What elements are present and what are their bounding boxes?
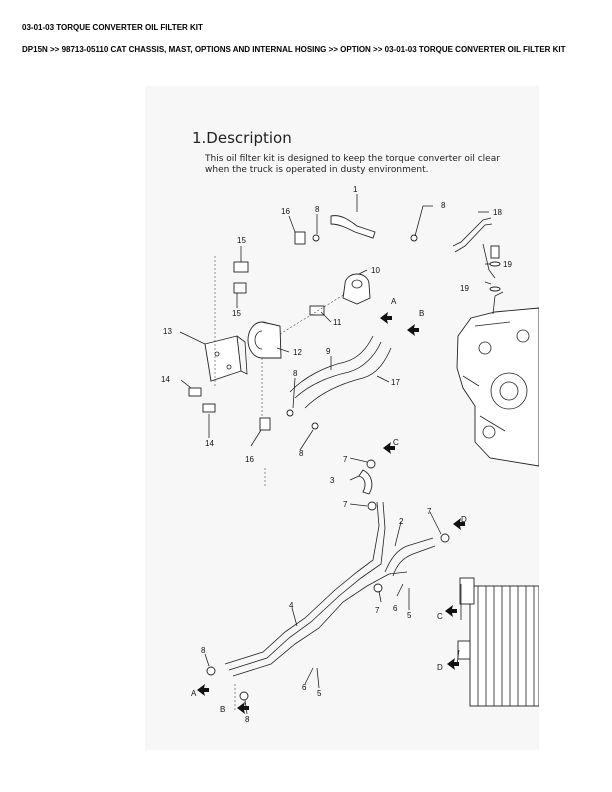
radiator xyxy=(457,577,539,707)
washer-19b xyxy=(489,286,501,292)
callout-14a: 14 xyxy=(161,375,170,384)
hose-3-7 xyxy=(358,469,373,495)
callout-8f: 8 xyxy=(245,715,250,724)
callout-18: 18 xyxy=(493,208,502,217)
connector-a-top: A xyxy=(391,297,397,306)
description-text-line-1: This oil filter kit is designed to keep … xyxy=(205,154,500,164)
callout-6a: 6 xyxy=(393,604,398,613)
hose-18 xyxy=(452,217,496,279)
callout-10: 10 xyxy=(371,266,380,275)
fitting-16a xyxy=(294,231,306,245)
nipple-11 xyxy=(309,305,325,316)
mounting-bracket xyxy=(204,335,248,382)
connector-c-radiator: C xyxy=(437,612,443,621)
leader-lines xyxy=(179,194,492,715)
callout-16a: 16 xyxy=(281,207,290,216)
callout-1: 1 xyxy=(353,185,358,194)
callout-11: 11 xyxy=(333,318,342,327)
bolt-19 xyxy=(490,245,500,259)
clamp-8b xyxy=(410,234,418,242)
callout-6b: 6 xyxy=(302,683,307,692)
clamp-8f xyxy=(239,691,249,701)
callout-8b: 8 xyxy=(441,201,446,210)
connector-d-radiator: D xyxy=(437,663,443,672)
callout-7d: 7 xyxy=(375,606,380,615)
callout-3: 3 xyxy=(330,476,335,485)
clamp-8d xyxy=(311,422,319,430)
callout-8c: 8 xyxy=(293,369,298,378)
washer-19a xyxy=(489,261,501,267)
callout-8d: 8 xyxy=(299,449,304,458)
callout-8a: 8 xyxy=(315,205,320,214)
clamp-7a xyxy=(366,459,376,469)
breadcrumb: DP15N >> 98713-05110 CAT CHASSIS, MAST, … xyxy=(22,45,566,54)
filter-head xyxy=(247,321,282,359)
pipe-4 xyxy=(224,501,408,677)
connector-d-mid: D xyxy=(461,515,467,524)
callout-5b: 5 xyxy=(317,689,322,698)
callout-16b: 16 xyxy=(245,455,254,464)
callout-15b: 15 xyxy=(232,309,241,318)
connector-c-mid: C xyxy=(393,438,399,447)
callout-4: 4 xyxy=(289,601,294,610)
bolt-14b xyxy=(202,403,216,413)
connector-a-bottom: A xyxy=(191,689,197,698)
callout-7a: 7 xyxy=(343,455,348,464)
callout-7c: 7 xyxy=(427,507,432,516)
callout-8e: 8 xyxy=(201,646,206,655)
parts-diagram: 1.Description This oil filter kit is des… xyxy=(145,86,539,750)
bolt-14a xyxy=(188,387,202,397)
clamp-8c xyxy=(286,409,294,417)
clamp-7d xyxy=(373,583,383,593)
callout-15a: 15 xyxy=(237,236,246,245)
callout-17: 17 xyxy=(391,378,400,387)
callout-14b: 14 xyxy=(205,439,214,448)
callout-9: 9 xyxy=(326,347,331,356)
callout-5a: 5 xyxy=(407,611,412,620)
callout-12: 12 xyxy=(293,348,302,357)
hose-2 xyxy=(384,537,436,577)
callout-13: 13 xyxy=(163,327,172,336)
clamp-15a xyxy=(233,261,249,273)
clamp-15b xyxy=(233,282,247,294)
description-text-line-2: when the truck is operated in dusty envi… xyxy=(205,165,429,175)
fitting-16b xyxy=(259,417,271,431)
page-title: 03-01-03 TORQUE CONVERTER OIL FILTER KIT xyxy=(22,23,203,32)
clamp-8e xyxy=(206,666,216,676)
connector-b-bottom: B xyxy=(220,705,225,714)
callout-labels: 1 2 3 4 5 5 6 6 7 7 7 7 8 8 8 8 8 8 9 10… xyxy=(161,185,512,724)
clamp-8a xyxy=(312,234,320,242)
hose-1 xyxy=(330,215,376,239)
hose-9-17 xyxy=(289,335,392,409)
callout-7b: 7 xyxy=(343,500,348,509)
transmission-housing xyxy=(456,291,539,467)
connector-b-top: B xyxy=(419,309,424,318)
callout-2: 2 xyxy=(399,517,404,526)
callout-19b: 19 xyxy=(460,284,469,293)
oil-filter xyxy=(342,273,371,305)
flow-arrows xyxy=(197,312,465,714)
callout-19a: 19 xyxy=(503,260,512,269)
diagram-drawing: 1 2 3 4 5 5 6 6 7 7 7 7 8 8 8 8 8 8 9 10… xyxy=(161,185,539,724)
clamp-7c xyxy=(440,533,450,543)
description-heading: 1.Description xyxy=(192,129,292,147)
clamp-7b xyxy=(367,501,377,511)
